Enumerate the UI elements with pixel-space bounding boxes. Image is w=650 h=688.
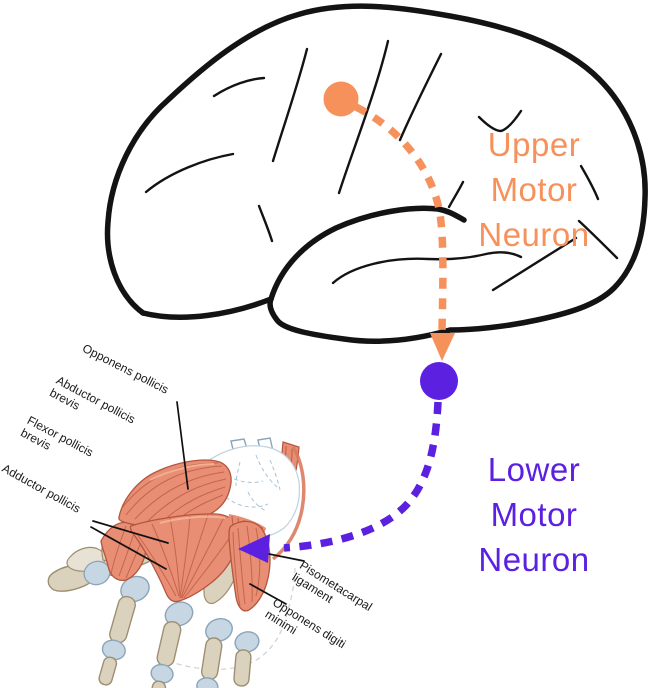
upper-label-line-2: Motor (490, 171, 578, 208)
adductor-pollicis-pointer-2 (90, 526, 167, 570)
lower-label-line-3: Neuron (478, 541, 590, 578)
lower-label-line-1: Lower (487, 451, 581, 488)
sylvian-fissure (268, 205, 467, 302)
brain-frontal-bottom-edge (140, 296, 274, 320)
hand-muscles (100, 446, 306, 612)
purple-arrowhead (238, 534, 270, 563)
peripheral-nerve-dashed-path (283, 401, 442, 552)
upper-neuron-soma (323, 81, 359, 117)
lower-neuron-soma (420, 362, 458, 400)
label-pointer-lines (90, 401, 305, 605)
upper-label-line-3: Neuron (478, 216, 590, 253)
opponens-digiti-pointer (249, 583, 287, 605)
opponens-pollicis-pointer (176, 401, 189, 490)
upper-label-line-1: Upper (487, 126, 581, 163)
palm-faint-outline (167, 566, 296, 670)
finger-bones (98, 575, 260, 688)
upper-motor-neuron-pathway (323, 81, 455, 361)
brain-sulci (144, 39, 619, 292)
brain-illustration (104, 3, 648, 344)
brain-outline (104, 3, 648, 344)
hand-illustration (47, 437, 306, 688)
adductor-pollicis-pointer-1 (92, 520, 169, 544)
upper-motor-neuron-label: Upper Motor Neuron (434, 122, 634, 257)
orange-arrowhead (430, 333, 455, 361)
lower-motor-neuron-label: Lower Motor Neuron (434, 447, 634, 582)
lower-label-line-2: Motor (490, 496, 578, 533)
lower-motor-neuron-pathway (238, 362, 458, 563)
corticospinal-dashed-path (354, 103, 447, 331)
